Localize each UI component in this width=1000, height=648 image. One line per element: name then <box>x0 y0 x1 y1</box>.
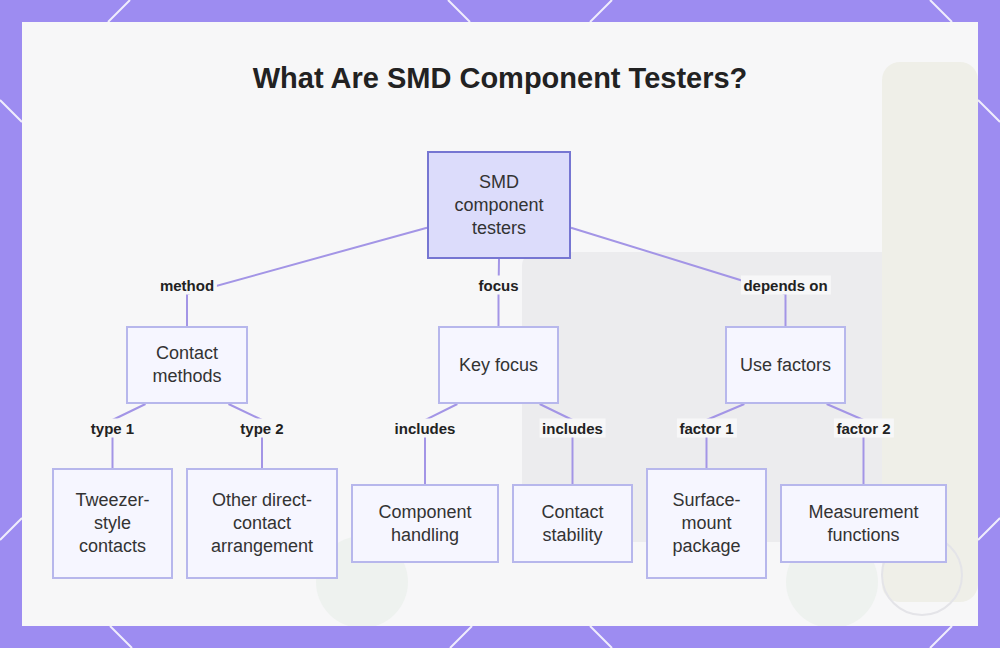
edge-label: includes <box>539 419 606 438</box>
node-text: Contact stability <box>520 501 625 547</box>
node-text: Component handling <box>359 501 491 547</box>
node-text: Measurement functions <box>788 501 939 547</box>
edge-label: depends on <box>740 276 830 295</box>
node-text: Surface-mount package <box>654 489 759 558</box>
concept-box: Tweezer-style contacts <box>52 468 173 579</box>
edge-label: type 1 <box>88 419 137 438</box>
connector-line <box>540 404 573 484</box>
diagram-title: What Are SMD Component Testers? <box>0 62 1000 95</box>
node-text: Key focus <box>459 354 538 377</box>
connector-line <box>425 404 457 484</box>
node-text: Contact methods <box>134 342 240 388</box>
connector-line <box>827 404 864 484</box>
edge-label: factor 1 <box>676 419 736 438</box>
edge-label: type 2 <box>237 419 286 438</box>
node-text: Use factors <box>740 354 831 377</box>
concept-box: Measurement functions <box>780 484 947 563</box>
connector-line <box>187 228 427 326</box>
edge-label: factor 2 <box>833 419 893 438</box>
concept-box: Contact methods <box>126 326 248 404</box>
edge-label: method <box>157 276 217 295</box>
edge-label: includes <box>392 419 459 438</box>
node-text: SMD component testers <box>435 171 563 240</box>
concept-box: Component handling <box>351 484 499 563</box>
root-box: SMD component testers <box>427 151 571 259</box>
node-text: Other direct-contact arrangement <box>194 489 330 558</box>
concept-box: Contact stability <box>512 484 633 563</box>
concept-box: Use factors <box>725 326 846 404</box>
node-text: Tweezer-style contacts <box>60 489 165 558</box>
edge-label: focus <box>475 276 521 295</box>
concept-box: Surface-mount package <box>646 468 767 579</box>
concept-box: Key focus <box>438 326 559 404</box>
concept-box: Other direct-contact arrangement <box>186 468 338 579</box>
